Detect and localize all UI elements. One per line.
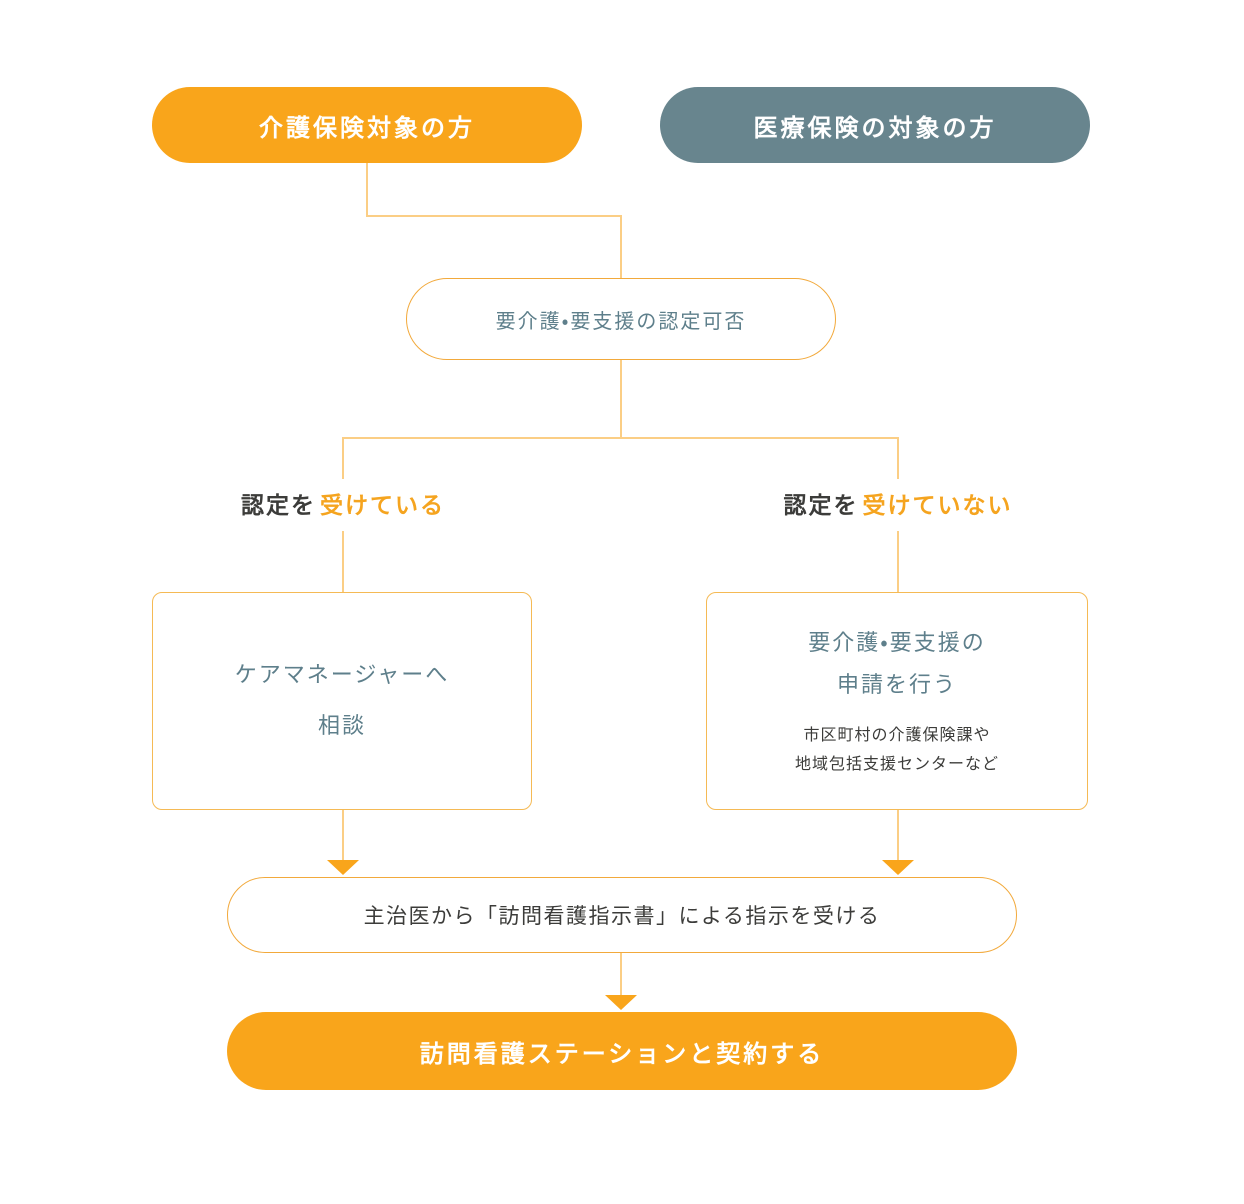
apply-box-note-line1: 市区町村の介護保険課や — [803, 727, 991, 744]
apply-box-title-line1: 要介護・要支援の — [808, 630, 986, 656]
care-manager-line2: 相談 — [317, 713, 366, 738]
apply-box-note-line2: 地域包括支援センターなど — [794, 755, 999, 773]
arrow-right-head-icon — [882, 860, 914, 875]
apply-box-title: 要介護・要支援の 申請を行う — [808, 622, 985, 706]
care-manager-line1: ケアマネージャーへ — [234, 662, 450, 688]
connector-branch-right-lower — [897, 531, 899, 592]
branch-label-certified: 認定を受けている — [168, 486, 518, 520]
node-apply-box: 要介護・要支援の 申請を行う 市区町村の介護保険課や 地域包括支援センターなど — [706, 592, 1088, 810]
arrow-left-line — [342, 810, 344, 862]
node-kaigo-insurance-pill: 介護保険対象の方 — [152, 87, 582, 163]
connector-kaigo-down — [366, 163, 368, 216]
branch-label-not-certified-prefix: 認定を — [781, 493, 861, 518]
node-medical-insurance-pill: 医療保険の対象の方 — [660, 87, 1090, 163]
connector-into-nintei — [620, 215, 622, 279]
connector-branch-left-lower — [342, 531, 344, 592]
branch-label-certified-prefix: 認定を — [239, 493, 318, 518]
node-certification-decision-label: 要介護・要支援の認定可否 — [495, 310, 747, 333]
connector-branch-left-upper — [342, 437, 344, 479]
node-doctor-instruction-label: 主治医から「訪問看護指示書」による指示を受ける — [363, 904, 881, 928]
node-contract-pill: 訪問看護ステーションと契約する — [227, 1012, 1017, 1090]
arrow-bottom-head-icon — [605, 995, 637, 1010]
branch-label-not-certified-highlight: 受けていない — [860, 493, 1015, 518]
arrow-bottom-line — [620, 953, 622, 997]
connector-kaigo-jog-right — [366, 215, 622, 217]
node-medical-insurance-label: 医療保険の対象の方 — [753, 115, 997, 142]
node-contract-label: 訪問看護ステーションと契約する — [419, 1041, 825, 1068]
arrow-left-head-icon — [327, 860, 359, 875]
branch-label-not-certified: 認定を受けていない — [723, 486, 1073, 520]
branch-label-certified-highlight: 受けている — [318, 493, 447, 518]
node-care-manager-box: ケアマネージャーへ 相談 — [152, 592, 532, 810]
arrow-right-line — [897, 810, 899, 862]
apply-box-title-line2: 申請を行う — [836, 672, 957, 698]
connector-branch-horizontal — [342, 437, 899, 439]
node-doctor-instruction: 主治医から「訪問看護指示書」による指示を受ける — [227, 877, 1017, 953]
node-kaigo-insurance-label: 介護保険対象の方 — [259, 115, 475, 142]
connector-nintei-down — [620, 360, 622, 438]
connector-branch-right-upper — [897, 437, 899, 479]
apply-box-note: 市区町村の介護保険課や 地域包括支援センターなど — [795, 722, 999, 780]
node-certification-decision: 要介護・要支援の認定可否 — [406, 278, 836, 360]
